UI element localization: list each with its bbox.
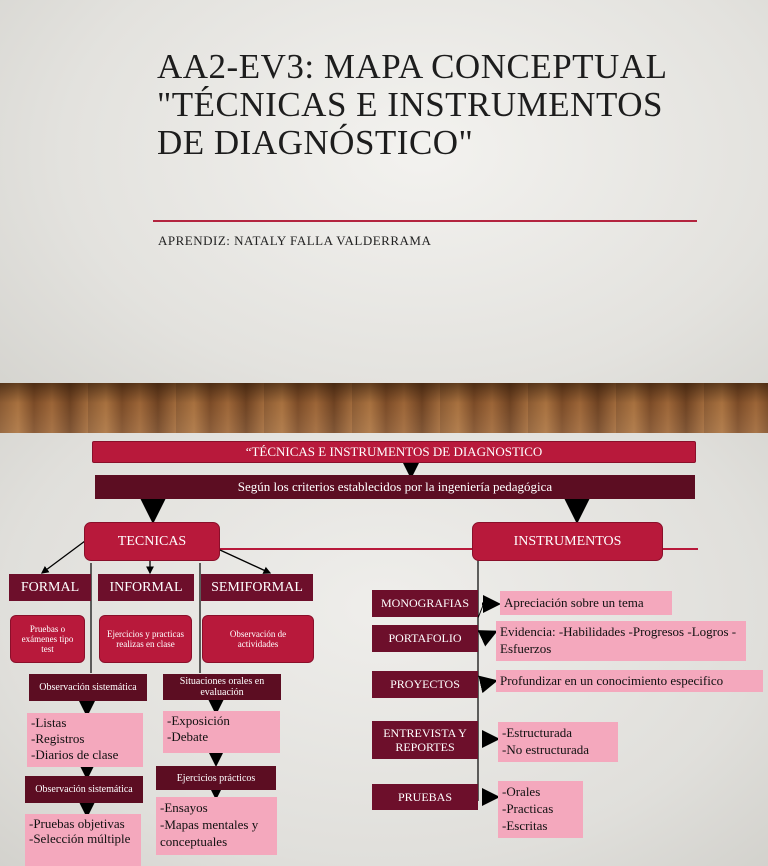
observacion-box-1: Observación sistemática bbox=[29, 674, 147, 701]
entrevista-desc: -Estructurada -No estructurada bbox=[498, 722, 618, 762]
ejercicios-practicos-items: -Ensayos -Mapas mentales y conceptuales bbox=[156, 797, 277, 855]
semiformal-desc-box: Observación de actividades bbox=[202, 615, 314, 663]
ejercicios-practicos-box: Ejercicios prácticos bbox=[156, 766, 276, 790]
tecnicas-box: TECNICAS bbox=[84, 522, 220, 561]
monografias-box: MONOGRAFIAS bbox=[372, 590, 478, 617]
criteria-box: Según los criterios establecidos por la … bbox=[95, 475, 695, 499]
title-slide: AA2-EV3: MAPA CONCEPTUAL "TÉCNICAS E INS… bbox=[0, 0, 768, 433]
informal-box: INFORMAL bbox=[98, 574, 194, 601]
pruebas-desc: -Orales -Practicas -Escritas bbox=[498, 781, 583, 838]
portafolio-desc: Evidencia: -Habilidades -Progresos -Logr… bbox=[496, 621, 746, 661]
situaciones-orales-items: -Exposición -Debate bbox=[163, 711, 280, 753]
proyectos-box: PROYECTOS bbox=[372, 671, 478, 698]
situaciones-orales-box: Situaciones orales en evaluación bbox=[163, 674, 281, 700]
observacion-box-2: Observación sistemática bbox=[25, 776, 143, 803]
main-title-box: “TÉCNICAS E INSTRUMENTOS DE DIAGNOSTICO bbox=[92, 441, 696, 463]
semiformal-box: SEMIFORMAL bbox=[201, 574, 313, 601]
wood-floor bbox=[0, 383, 768, 433]
formal-box: FORMAL bbox=[9, 574, 91, 601]
title-divider bbox=[153, 220, 697, 222]
slide-subtitle: APRENDIZ: NATALY FALLA VALDERRAMA bbox=[158, 233, 432, 248]
proyectos-desc: Profundizar en un conocimiento especific… bbox=[496, 670, 763, 692]
monografias-desc: Apreciación sobre un tema bbox=[500, 591, 672, 615]
informal-desc-box: Ejercicios y practicas realizas en clase bbox=[99, 615, 192, 663]
slide-title: AA2-EV3: MAPA CONCEPTUAL "TÉCNICAS E INS… bbox=[157, 47, 667, 162]
portafolio-box: PORTAFOLIO bbox=[372, 625, 478, 652]
concept-map-slide: “TÉCNICAS E INSTRUMENTOS DE DIAGNOSTICO … bbox=[0, 433, 768, 866]
pruebas-box: PRUEBAS bbox=[372, 784, 478, 810]
observacion-items-1: -Listas -Registros -Diarios de clase bbox=[27, 713, 143, 767]
formal-desc-box: Pruebas o exámenes tipo test bbox=[10, 615, 85, 663]
observacion-items-2: -Pruebas objetivas -Selección múltiple bbox=[25, 814, 141, 866]
entrevista-box: ENTREVISTA Y REPORTES bbox=[372, 721, 478, 759]
instrumentos-box: INSTRUMENTOS bbox=[472, 522, 663, 561]
